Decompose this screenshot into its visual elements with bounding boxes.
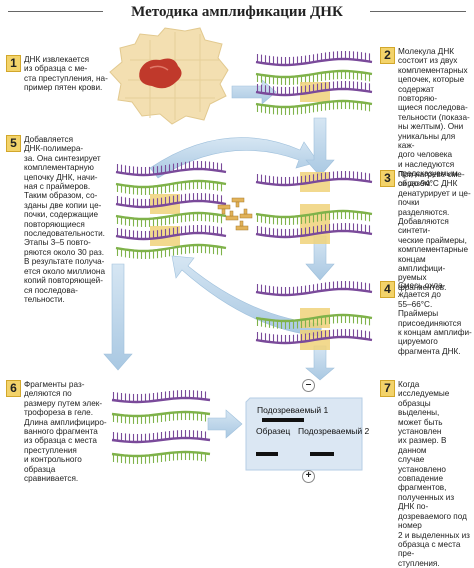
- electrophoresis-gel: [245, 397, 363, 471]
- helix-step2-a-top: [255, 51, 373, 67]
- helix-step5-c-top: [115, 225, 227, 246]
- cathode-minus-icon: –: [302, 379, 315, 392]
- dna-amplification-diagram: Методика амплификации ДНК: [6, 4, 472, 568]
- step-1-badge: 1: [6, 55, 21, 72]
- step-3-badge: 3: [380, 170, 395, 187]
- helix-step5-b-top: [115, 193, 227, 214]
- fragment-step6-b: [111, 410, 211, 424]
- helix-step2-a-bottom: [255, 69, 373, 85]
- fragment-step6-a: [111, 390, 211, 404]
- step-5-badge: 5: [6, 135, 21, 152]
- gel-label-sample: Образец: [256, 426, 291, 436]
- blood-stain: [139, 58, 182, 89]
- step-2-badge: 2: [380, 47, 395, 64]
- page-title: Методика амплификации ДНК: [131, 4, 343, 20]
- strand-step4-bottom: [255, 329, 373, 350]
- step-3-text: При нагреве сме- си до 94°С ДНК денатури…: [398, 170, 471, 292]
- diagram-graphics: [103, 27, 373, 471]
- dna-strands: [111, 51, 373, 464]
- step-4-text: Смесь охла- ждается до 55–66°С. Праймеры…: [398, 281, 472, 356]
- strand-step3-c: [255, 223, 373, 244]
- helix-step5-a-bottom: [115, 179, 227, 195]
- step-2-text: Молекула ДНК состоит из двух комплемента…: [398, 47, 470, 188]
- helix-step5-c-bottom: [115, 243, 227, 259]
- gel-label-suspect-1: Подозреваемый 1: [257, 405, 329, 415]
- title-rule-left: [8, 11, 103, 12]
- fragment-step6-c: [111, 430, 211, 444]
- step-6-badge: 6: [6, 380, 21, 397]
- title-rule-right: [370, 11, 466, 12]
- step-7-badge: 7: [380, 380, 395, 397]
- primers: [217, 197, 253, 231]
- step-7-text: Когда исследуемые образцы выделены, може…: [398, 380, 470, 568]
- strand-step4-mid: [255, 308, 373, 329]
- strand-step3-top: [255, 171, 373, 192]
- helix-step5-b-bottom: [115, 211, 227, 227]
- helix-step5-a-top: [115, 161, 227, 177]
- step-1-text: ДНК извлекается из образца с ме- ста пре…: [24, 55, 108, 93]
- step-6-text: Фрагменты раз- деляются по размеру путем…: [24, 380, 107, 484]
- fragment-step6-d: [111, 450, 211, 464]
- process-arrows: [103, 79, 335, 439]
- gel-label-suspect-2: Подозреваемый 2: [298, 426, 370, 436]
- step-4-badge: 4: [380, 281, 395, 298]
- helix-step2-b-top: [255, 81, 373, 102]
- anode-plus-icon: +: [302, 470, 315, 483]
- strand-step4-top: [255, 281, 373, 297]
- strand-step3-bottom: [255, 204, 373, 225]
- step-5-text: Добавляется ДНК-полимера- за. Она синтез…: [24, 135, 105, 304]
- helix-step2-b-bottom: [255, 99, 373, 115]
